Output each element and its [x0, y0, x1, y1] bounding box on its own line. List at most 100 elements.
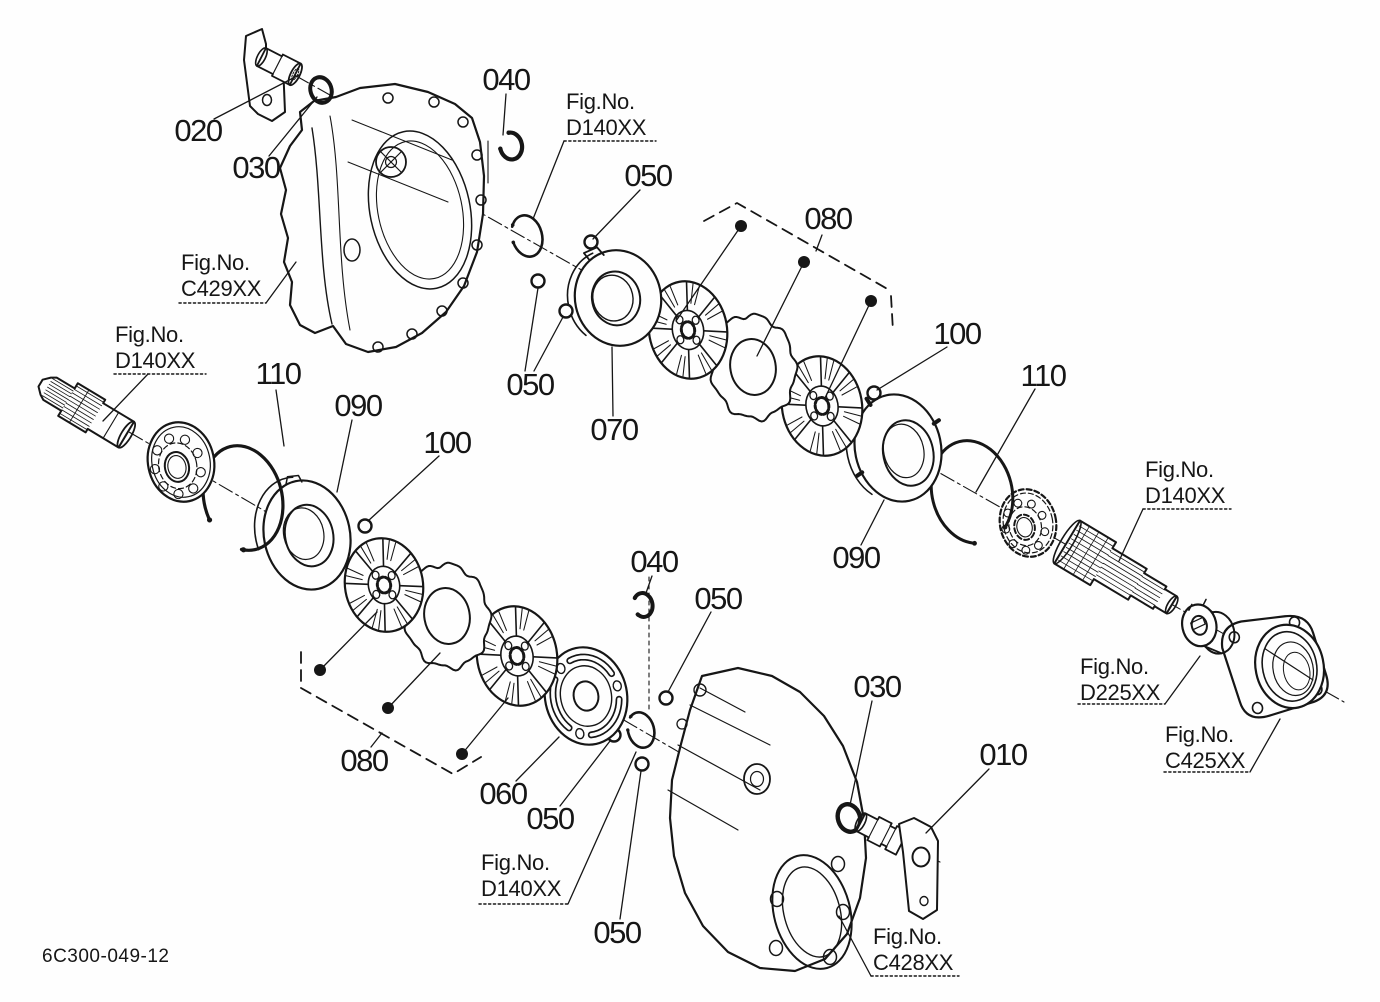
leader-line — [275, 389, 285, 447]
group-dot — [798, 256, 810, 268]
retaining-clip-040 — [631, 591, 655, 619]
friction-disc — [343, 537, 425, 633]
figref-code: C425XX — [1165, 748, 1246, 773]
cam-plate-060 — [543, 646, 629, 746]
callout-110-right: 110 — [1020, 358, 1067, 393]
group-dot — [865, 295, 877, 307]
ball-bearing — [146, 421, 216, 503]
leader-line — [645, 575, 653, 594]
figref-leader — [567, 751, 637, 905]
snap-ring-110 — [929, 439, 1015, 546]
leader-line — [975, 388, 1036, 493]
lever-plate-010 — [898, 817, 939, 920]
callout-030-bottom: 030 — [853, 669, 902, 704]
figref-prefix: Fig.No. — [1080, 654, 1149, 679]
callout-030-top: 030 — [232, 150, 281, 185]
transaxle-case-c429xx — [278, 82, 487, 354]
snap-ring-d140xx — [626, 710, 656, 750]
leader-line — [502, 93, 507, 136]
pinion-shaft-d140xx — [1052, 519, 1179, 615]
leader-line — [367, 455, 440, 522]
coupling-d225xx — [1181, 598, 1236, 655]
callout-040-middle: 040 — [630, 544, 679, 579]
figref-c429xx: Fig.No. C429XX — [181, 250, 261, 302]
leader-line — [592, 189, 641, 240]
figref-code: D225XX — [1080, 680, 1161, 705]
figref-code: D140XX — [566, 115, 647, 140]
figref-prefix: Fig.No. — [1145, 457, 1214, 482]
input-shaft-d140xx — [37, 376, 137, 449]
figref-c425xx: Fig.No. C425XX — [1165, 722, 1245, 774]
figref-d140xx-top: Fig.No. D140XX — [566, 89, 646, 141]
leader-line — [336, 419, 353, 493]
group-bracket-line — [890, 295, 894, 332]
pin-020 — [254, 47, 303, 87]
figref-code: D140XX — [115, 348, 196, 373]
figref-leader — [1118, 508, 1144, 562]
figref-leader — [1249, 718, 1281, 773]
steel-ball — [634, 756, 650, 772]
group-bracket-line — [300, 651, 482, 775]
group-dot — [382, 702, 394, 714]
transaxle-case-c428xx — [667, 666, 868, 973]
leader-line — [925, 768, 990, 834]
o-ring — [308, 75, 334, 105]
callout-080-top: 080 — [804, 201, 853, 236]
figref-c428xx: Fig.No. C428XX — [873, 924, 953, 976]
leader-line — [860, 499, 885, 546]
friction-disc — [780, 355, 864, 457]
callout-090-left: 090 — [334, 388, 383, 423]
steel-ball — [530, 273, 546, 289]
leader-line — [849, 700, 873, 806]
leader-line — [611, 346, 614, 417]
figref-d140xx-left: Fig.No. D140XX — [115, 322, 195, 374]
drawing-number: 6C300-049-12 — [42, 946, 170, 967]
leader-line — [524, 287, 539, 372]
leader-line — [533, 316, 564, 372]
figref-d140xx-right: Fig.No. D140XX — [1145, 457, 1225, 509]
figref-code: C429XX — [181, 276, 262, 301]
brake-plate-070 — [566, 246, 663, 347]
group-dot — [735, 220, 747, 232]
brake-cam-090 — [845, 393, 943, 503]
leader-line — [619, 770, 642, 920]
callout-080-bottom: 080 — [340, 743, 389, 778]
callout-060: 060 — [479, 776, 528, 811]
steel-ball — [658, 690, 674, 706]
callout-100-left: 100 — [423, 425, 472, 460]
callout-050-top: 050 — [624, 158, 673, 193]
callout-010: 010 — [979, 737, 1028, 772]
snap-ring-110 — [201, 444, 285, 553]
steel-ball — [583, 234, 599, 250]
callout-050-bottom: 050 — [593, 915, 642, 950]
callout-040-top: 040 — [482, 62, 531, 97]
figref-leader — [265, 261, 297, 304]
retaining-clip-040 — [497, 130, 525, 162]
callout-070: 070 — [590, 412, 639, 447]
figref-code: D140XX — [1145, 483, 1226, 508]
figref-prefix: Fig.No. — [566, 89, 635, 114]
leader-line — [370, 732, 383, 748]
brake-cam-090 — [253, 474, 352, 591]
figref-d140xx-bottom: Fig.No. D140XX — [481, 850, 561, 902]
figref-leader — [102, 373, 149, 422]
callout-050-middle: 050 — [506, 367, 555, 402]
figref-prefix: Fig.No. — [481, 850, 550, 875]
o-ring — [835, 802, 863, 834]
ball-bearing — [998, 488, 1058, 558]
callout-110-left: 110 — [255, 356, 302, 391]
figref-code: D140XX — [481, 876, 562, 901]
group-bracket-line — [703, 202, 892, 292]
figref-leader — [532, 140, 565, 220]
figref-leader — [1164, 655, 1201, 705]
steel-ball — [558, 303, 574, 319]
callout-100-right: 100 — [933, 316, 982, 351]
steel-ball — [357, 518, 373, 534]
callout-090-right: 090 — [832, 540, 881, 575]
leader-line — [515, 736, 560, 782]
leader-line — [268, 96, 318, 157]
figref-code: C428XX — [873, 950, 954, 975]
figref-leader — [838, 915, 872, 977]
